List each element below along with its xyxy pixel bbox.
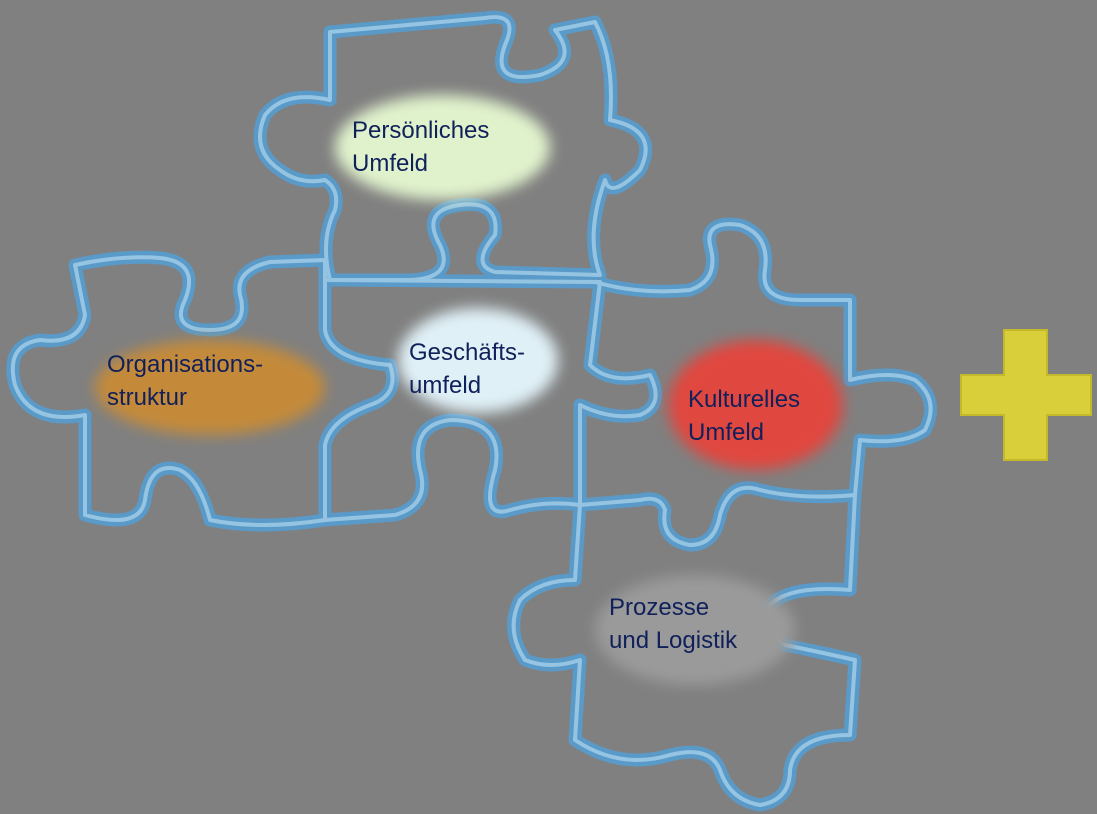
organisation-label: Organisations- struktur	[107, 351, 264, 411]
prozesse-blob	[595, 575, 795, 685]
persoenliches-blob	[335, 95, 550, 200]
geschaeft-label: Geschäfts- umfeld	[409, 339, 526, 399]
kulturelles-blob	[668, 340, 843, 470]
prozesse-label: Prozesse und Logistik	[609, 594, 738, 654]
persoenliches-label: Persönliches Umfeld	[352, 117, 490, 177]
geschaeft-blob	[398, 308, 558, 413]
organisation-blob	[95, 340, 325, 435]
kulturelles-label: Kulturelles Umfeld	[688, 386, 801, 446]
